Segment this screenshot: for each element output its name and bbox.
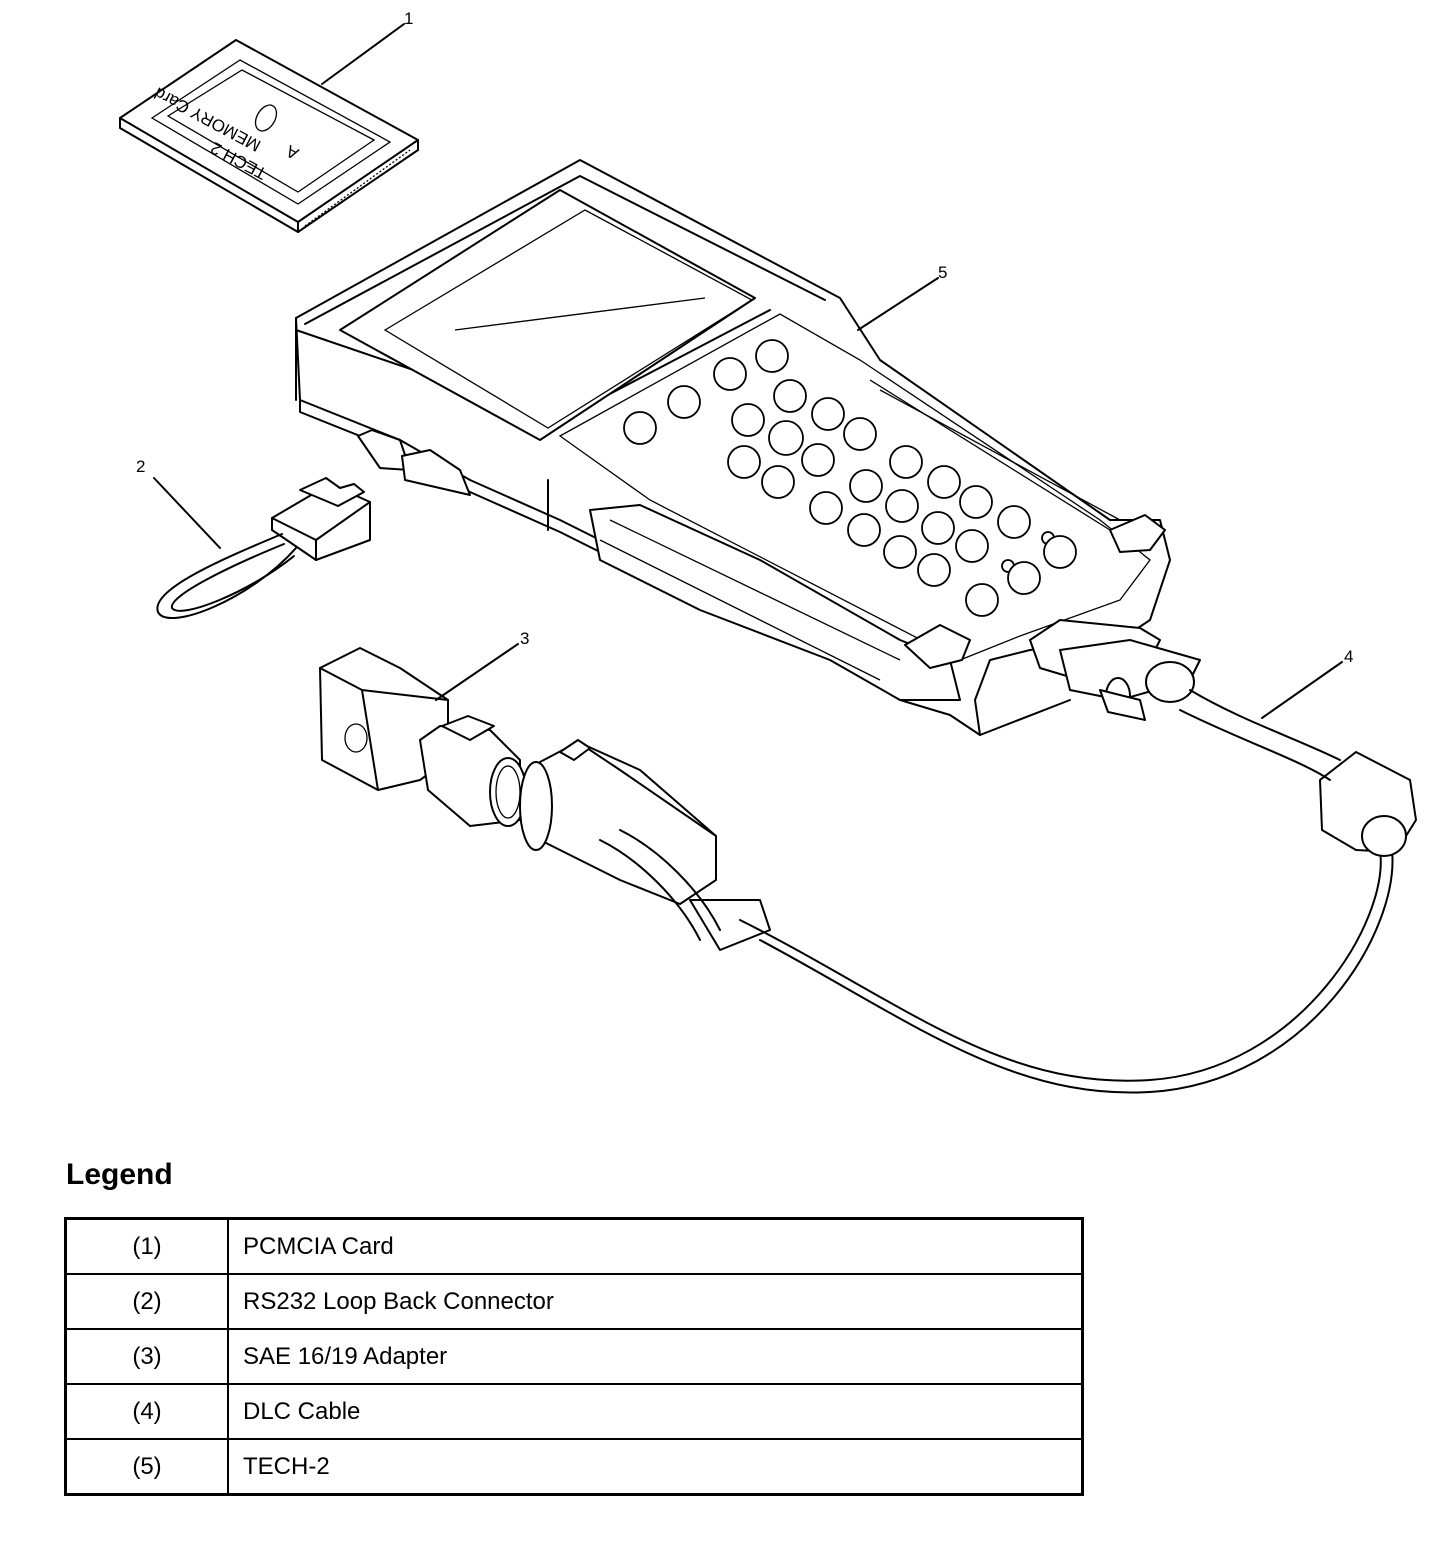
dlc-cable-drawing	[739, 689, 1417, 1094]
legend-number: (5)	[64, 1438, 229, 1496]
legend-description: TECH-2	[227, 1438, 1084, 1496]
legend-description: SAE 16/19 Adapter	[227, 1328, 1084, 1385]
sae-adapter-drawing	[319, 647, 771, 951]
legend-row: (1) PCMCIA Card	[64, 1217, 1084, 1275]
legend-row: (3) SAE 16/19 Adapter	[64, 1328, 1084, 1385]
callout-3-label: 3	[520, 629, 529, 648]
legend-description: DLC Cable	[227, 1383, 1084, 1440]
rs232-loopback-drawing	[156, 477, 371, 620]
legend-number: (4)	[64, 1383, 229, 1440]
legend-number: (2)	[64, 1273, 229, 1330]
legend-description: RS232 Loop Back Connector	[227, 1273, 1084, 1330]
legend-table: (1) PCMCIA Card (2) RS232 Loop Back Conn…	[64, 1217, 1084, 1496]
callout-2-label: 2	[136, 457, 145, 476]
legend-number: (3)	[64, 1328, 229, 1385]
legend-number: (1)	[64, 1217, 229, 1275]
legend-title: Legend	[66, 1158, 173, 1191]
callout-5-label: 5	[938, 263, 947, 282]
legend-row: (2) RS232 Loop Back Connector	[64, 1273, 1084, 1330]
callout-4-label: 4	[1344, 647, 1353, 666]
legend-description: PCMCIA Card	[227, 1217, 1084, 1275]
legend-row: (5) TECH-2	[64, 1438, 1084, 1496]
legend-row: (4) DLC Cable	[64, 1383, 1084, 1440]
pcmcia-card-drawing: TECH 2 MEMORY Card A	[119, 39, 419, 233]
tech2-handset-drawing	[295, 159, 1201, 736]
exploded-view-diagram: TECH 2 MEMORY Card A	[119, 9, 1417, 1094]
callout-1-label: 1	[404, 9, 413, 28]
